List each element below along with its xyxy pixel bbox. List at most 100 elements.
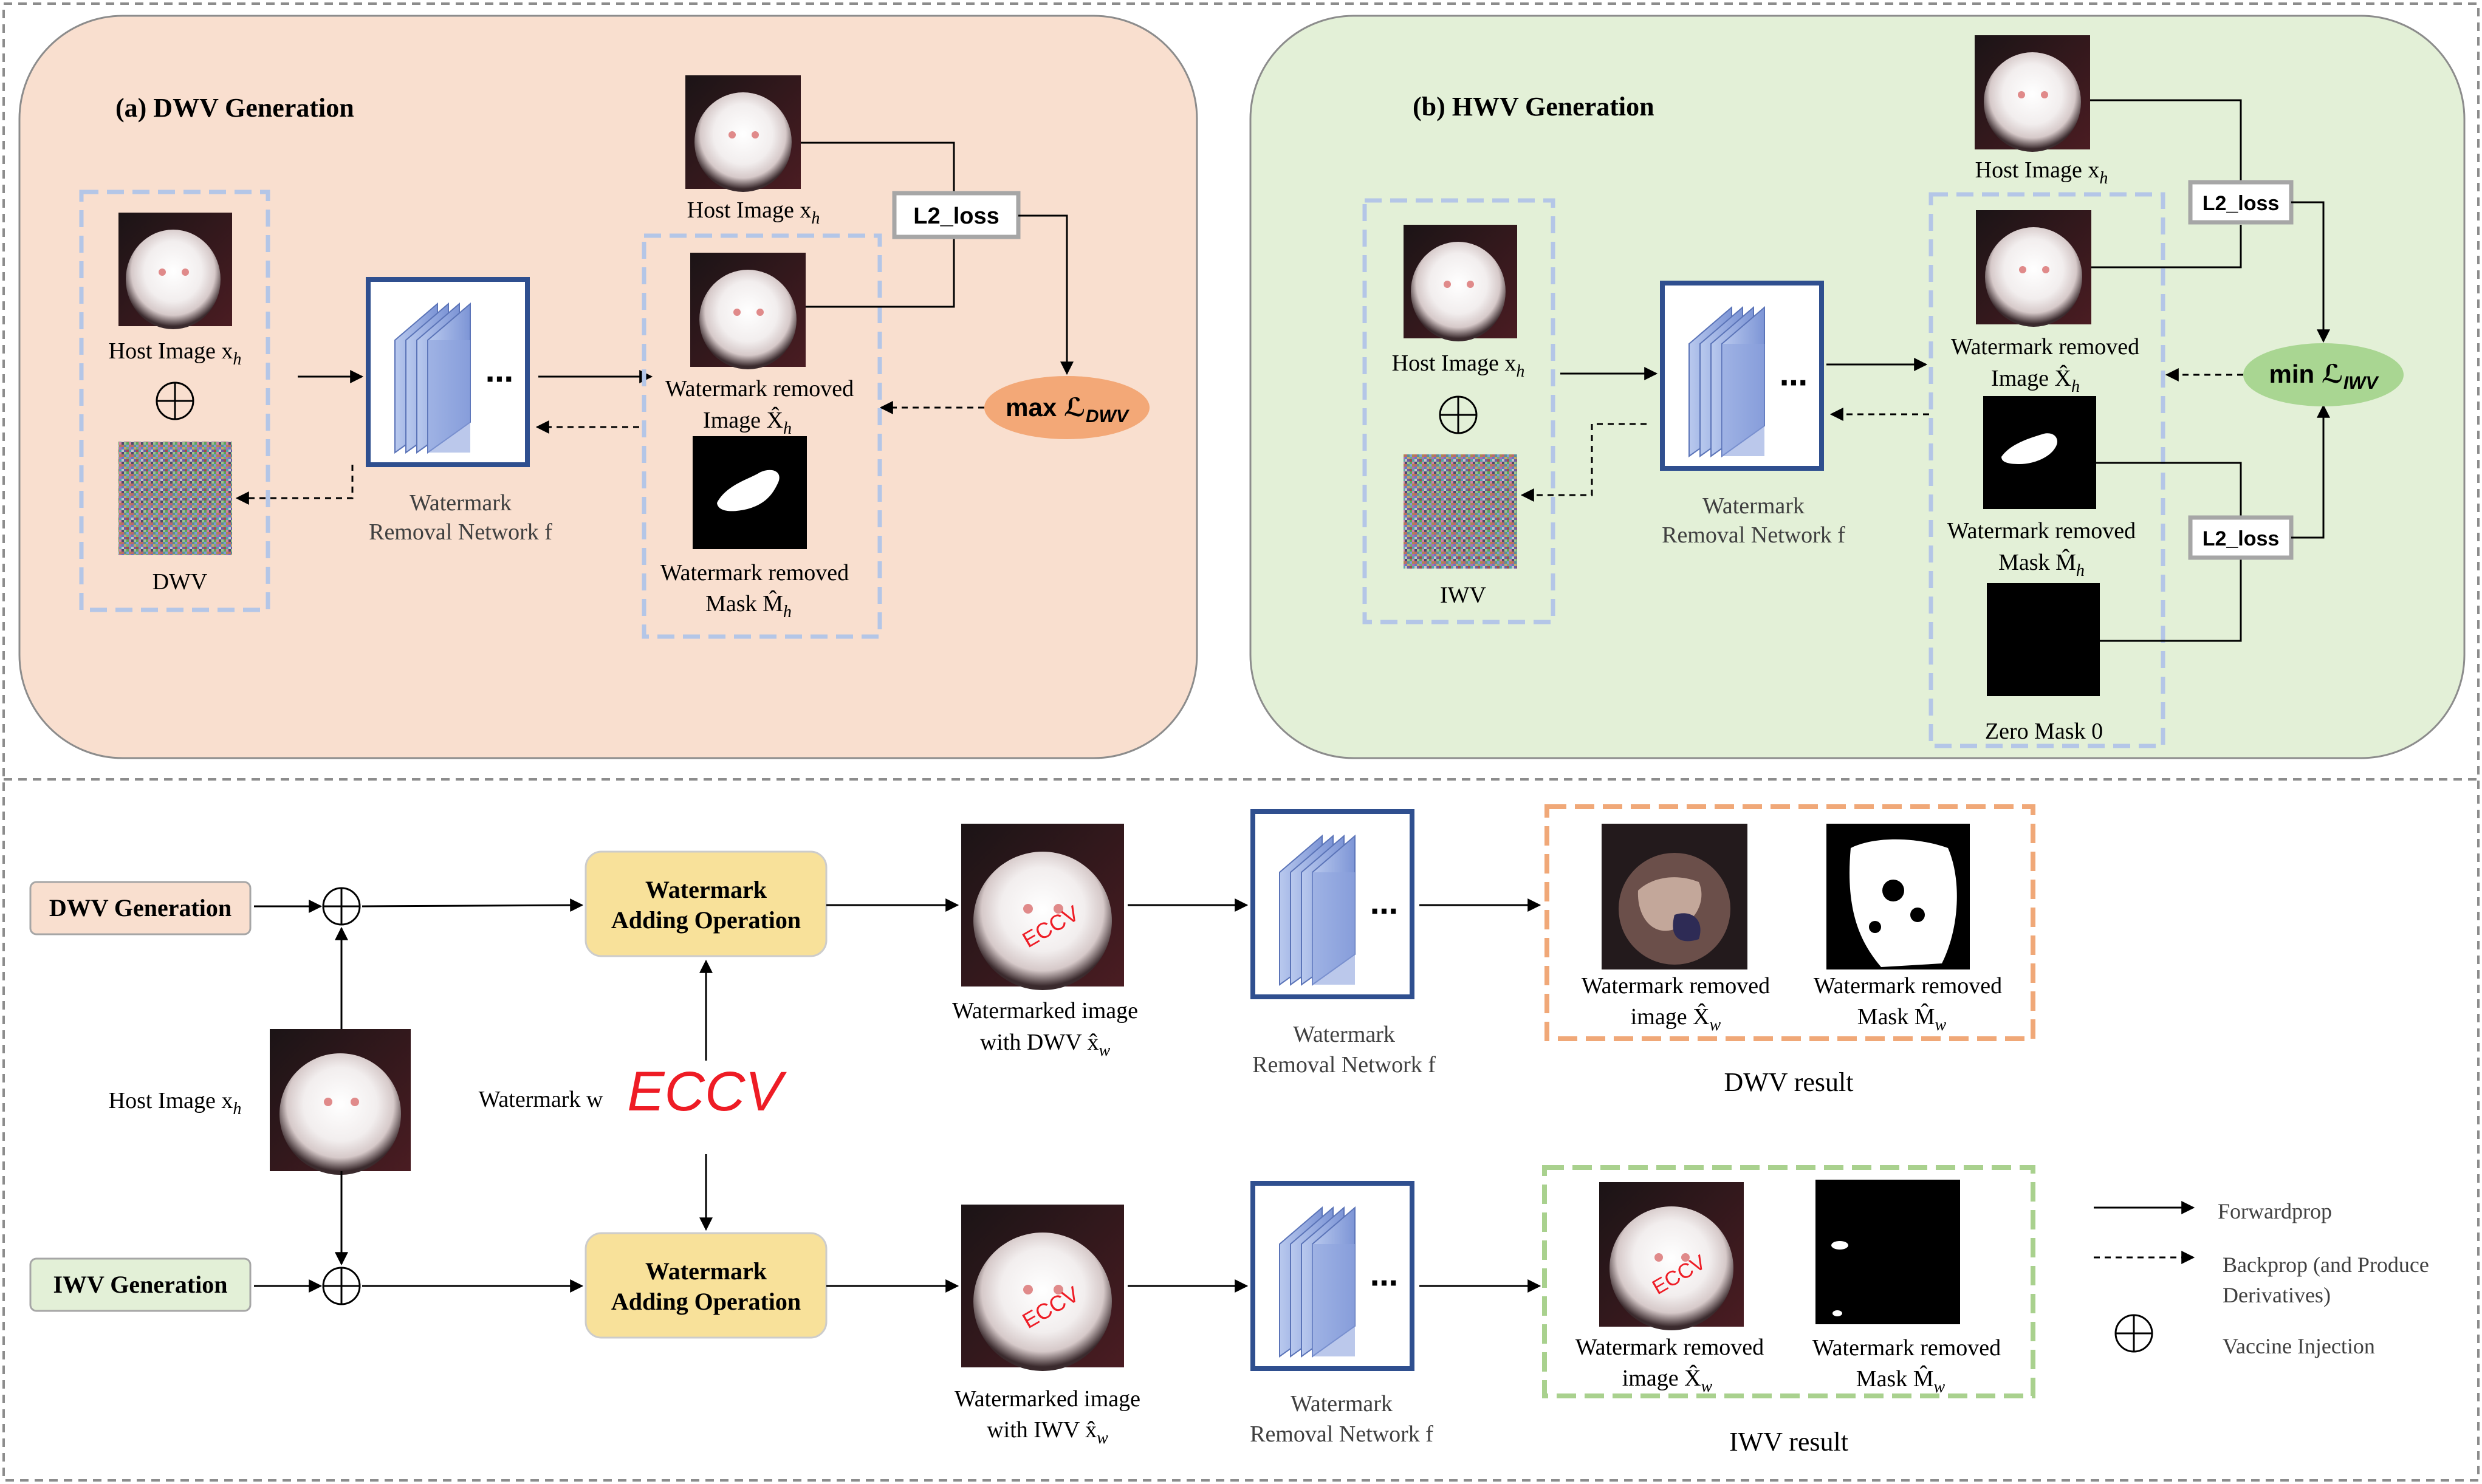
network-label-line1: Watermark [1291, 1391, 1393, 1417]
legend-forwardprop: Forwardprop [2218, 1199, 2332, 1223]
network-block: ⋯ [1660, 281, 1824, 471]
loss-arrow [2291, 201, 2330, 343]
legend: Forwardprop Backprop (and Produce Deriva… [2094, 1199, 2429, 1358]
network-block: ⋯ [1250, 1181, 1414, 1371]
iwv-generation-box [29, 1257, 252, 1312]
connector-line [801, 142, 955, 191]
wm-removed-mask-label-1: Watermark removed [1947, 518, 2136, 544]
legend-vaccine: Vaccine Injection [2223, 1334, 2375, 1358]
wm-removed-mask-label-2: Mask M̂h [705, 590, 792, 621]
input-group-box [1362, 198, 1555, 624]
iwv-result-mask-label-2: Mask M̂w [1856, 1366, 1945, 1397]
l2-loss-label: L2_loss [913, 203, 999, 229]
eccv-watermark: ECCV [627, 1061, 787, 1123]
watermarked-iwv-thumb: ECCV [961, 1205, 1124, 1371]
wm-removed-image-label-2: Image X̂h [703, 407, 792, 438]
host-image-label: Host Image xh [1975, 157, 2108, 188]
iwv-label: IWV [1440, 583, 1487, 608]
wm-removed-image-thumb [1976, 210, 2091, 327]
network-block: ⋯ [1250, 809, 1414, 999]
wm-removed-image-label-1: Watermark removed [1951, 334, 2139, 360]
panel-b-title: (b) HWV Generation [1413, 92, 1654, 121]
svg-text:⋯: ⋯ [1370, 895, 1398, 927]
legend-backprop-1: Backprop (and Produce [2223, 1253, 2429, 1277]
host-image-thumb [270, 1029, 411, 1175]
dwv-generation-label: DWV Generation [49, 894, 231, 922]
vaccine-injection-icon [2114, 1314, 2153, 1353]
panel-a-title: (a) DWV Generation [115, 93, 354, 123]
svg-text:⋯: ⋯ [1370, 1267, 1398, 1299]
forward-arrow [362, 898, 584, 912]
watermark-adding-op-dwv [585, 850, 828, 957]
vaccine-injection-icon [322, 887, 361, 926]
connector-line [2096, 462, 2242, 518]
input-group-box [79, 190, 270, 612]
iwv-result-mask-thumb [1815, 1180, 1960, 1324]
host-image-thumb [685, 75, 801, 192]
dwv-result-image-label-2: image X̂w [1631, 1004, 1721, 1034]
iwv-result-label: IWV result [1729, 1427, 1848, 1457]
l2-loss-label-2: L2_loss [2203, 527, 2280, 550]
backprop-arrow [1520, 423, 1647, 502]
dwv-generation-box [29, 881, 252, 935]
watermark-adding-op-iwv [585, 1232, 828, 1339]
zero-mask-label: Zero Mask 0 [1985, 719, 2103, 744]
objective-ellipse [2243, 343, 2404, 406]
dwv-result-mask-thumb [1826, 824, 1970, 969]
network-label-line1: Watermark [1702, 493, 1805, 519]
wm-removed-mask-label-1: Watermark removed [660, 560, 849, 586]
host-image-thumb [1404, 225, 1517, 341]
network-label-line2: Removal Network f [369, 519, 552, 545]
adding-op-label-2a: Watermark [645, 1257, 767, 1285]
network-block: ⋯ [366, 277, 530, 467]
backprop-arrow [235, 465, 354, 505]
vaccine-injection-icon [1439, 395, 1478, 434]
host-image-label: Host Image xh [1392, 350, 1525, 381]
objective-ellipse [984, 376, 1150, 439]
watermarked-dwv-thumb: ECCV [961, 824, 1124, 990]
loss-arrow [1018, 214, 1074, 375]
dwv-result-box [1544, 804, 2035, 1041]
vaccine-injection-icon [156, 381, 194, 420]
connector-line [2091, 225, 2242, 268]
zero-mask-thumb [1987, 583, 2100, 696]
host-image-label: Host Image xh [687, 197, 820, 228]
network-label-line2: Removal Network f [1252, 1052, 1436, 1078]
dwv-result-label: DWV result [1724, 1067, 1853, 1097]
host-image-label: Host Image xh [109, 338, 242, 369]
watermarked-iwv-label-2: with IWV x̂w [987, 1417, 1108, 1448]
panel-hwv-generation: (b) HWV Generation Host Image xh IWV ⋯ W… [1249, 15, 2466, 759]
output-group-box [1928, 192, 2165, 748]
adding-op-label-2b: Adding Operation [611, 1288, 801, 1315]
iwv-result-image-label-1: Watermark removed [1575, 1335, 1764, 1360]
dwv-noise-thumb [118, 442, 232, 555]
iwv-result-image-label-2: image X̂w [1622, 1365, 1713, 1396]
iwv-result-box [1542, 1165, 2035, 1398]
watermark-w-label: Watermark w [479, 1087, 603, 1112]
host-image-thumb [118, 213, 232, 329]
vaccine-injection-icon [322, 1267, 361, 1305]
network-label-line2: Removal Network f [1662, 522, 1845, 548]
network-label-line2: Removal Network f [1250, 1421, 1433, 1447]
network-label-line1: Watermark [1293, 1022, 1395, 1047]
legend-backprop-2: Derivatives) [2223, 1283, 2331, 1307]
output-group-box [642, 233, 882, 639]
watermarked-dwv-label-1: Watermarked image [952, 998, 1138, 1024]
dwv-result-mask-label-1: Watermark removed [1814, 973, 2002, 999]
host-image-thumb [1975, 35, 2090, 152]
objective-label: min ℒIWV [2269, 360, 2380, 393]
wm-removed-image-thumb [690, 253, 806, 369]
watermarked-dwv-label-2: with DWV x̂w [980, 1030, 1111, 1060]
objective-label: max ℒDWV [1006, 393, 1130, 426]
iwv-result-mask-label-1: Watermark removed [1812, 1335, 2001, 1361]
loss-arrow [2291, 404, 2330, 539]
iwv-result-image-thumb: ECCV [1599, 1182, 1744, 1330]
connector-line [2100, 559, 2242, 642]
adding-op-label-1a: Watermark [645, 876, 767, 903]
adding-op-label-1b: Adding Operation [611, 906, 801, 934]
svg-text:⋯: ⋯ [485, 363, 513, 395]
panel-dwv-generation: (a) DWV Generation Host Image xh DWV ⋯ W… [18, 15, 1198, 759]
bottom-pipeline: DWV Generation IWV Generation Host Image… [29, 804, 2429, 1457]
